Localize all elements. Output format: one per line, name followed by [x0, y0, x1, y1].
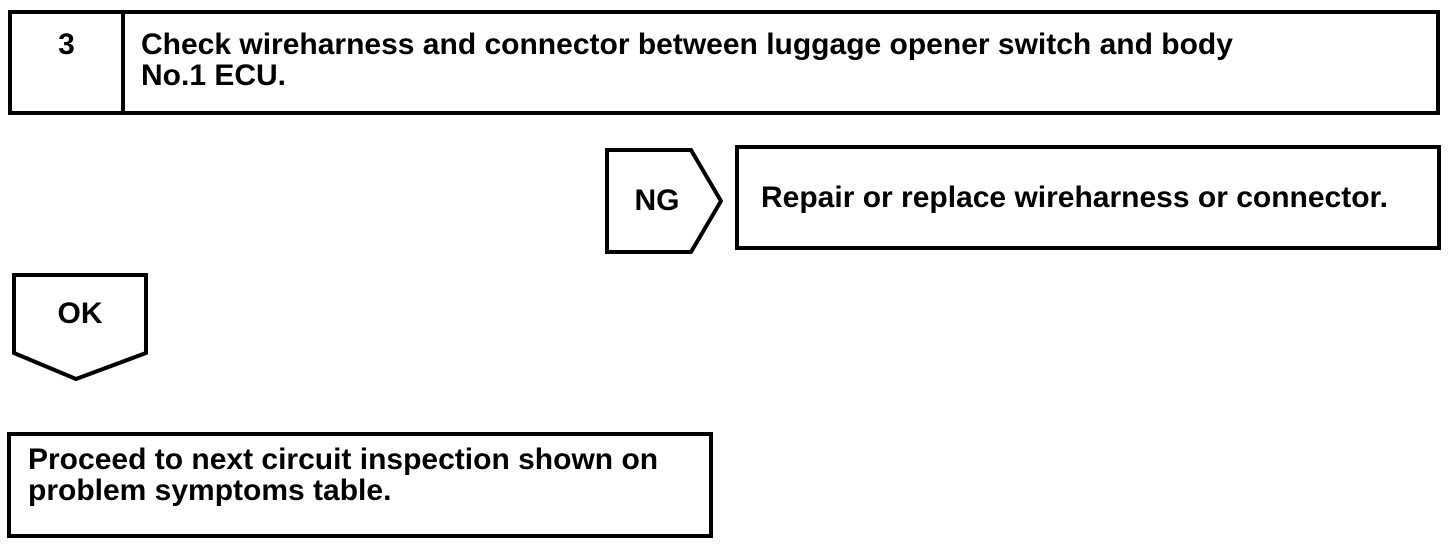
ng-branch-connector: NG — [605, 148, 723, 254]
step-instruction-line-1: Check wireharness and connector between … — [141, 28, 1233, 61]
step-number: 3 — [12, 14, 125, 111]
ok-pentagon-arrow-icon — [12, 273, 148, 381]
ng-action-box: Repair or replace wireharness or connect… — [735, 145, 1441, 250]
step-instruction: Check wireharness and connector between … — [125, 14, 1436, 111]
step-check-box: 3 Check wireharness and connector betwee… — [8, 10, 1440, 115]
ng-label: NG — [634, 184, 680, 217]
step-instruction-line-2: No.1 ECU. — [141, 59, 287, 92]
ok-action-line-2: problem symptoms table. — [28, 474, 392, 507]
ok-branch-connector: OK — [12, 273, 148, 381]
ok-action-line-1: Proceed to next circuit inspection shown… — [28, 443, 659, 476]
ng-action-text: Repair or replace wireharness or connect… — [761, 180, 1388, 214]
ng-pentagon-arrow-icon — [605, 148, 723, 254]
ok-label: OK — [57, 297, 103, 330]
ok-action-box: Proceed to next circuit inspection shown… — [7, 432, 713, 538]
